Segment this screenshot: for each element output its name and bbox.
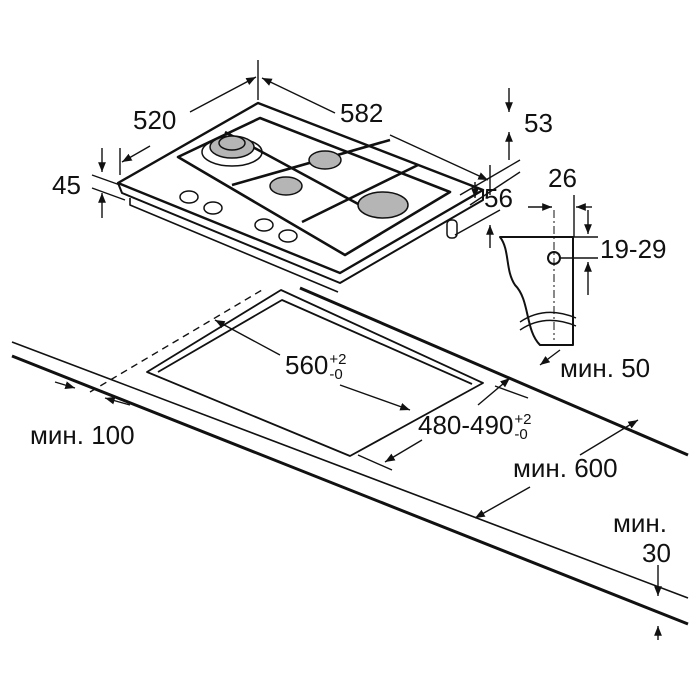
cutout-depth-value: 480-490 [418, 410, 514, 440]
dim-connector-19-29: 19-29 [600, 234, 667, 264]
dim-depth-520: 520 [133, 105, 177, 135]
cutout-width-value: 560 [285, 350, 329, 380]
countertop [11, 286, 689, 626]
dim-cutout-width: 560+2-0 [285, 352, 347, 382]
dim-cutout-depth: 480-490+2-0 [418, 412, 532, 442]
dim-min-50: мин. 50 [560, 353, 651, 383]
tol-minus: -0 [329, 366, 343, 383]
dimension-lines [54, 60, 662, 640]
dim-width-582: 582 [340, 98, 384, 128]
hob [116, 101, 485, 293]
tol-plus: +2 [514, 411, 532, 428]
bracket-detail [499, 210, 577, 346]
dim-min-100: мин. 100 [30, 420, 135, 450]
dim-min-30-value: 30 [642, 538, 671, 568]
control-knob [179, 190, 458, 243]
burner [201, 135, 409, 219]
cutout [146, 289, 484, 457]
dim-min-30-label: мин. [613, 508, 667, 538]
dim-height-56: 56 [484, 183, 513, 213]
dim-min-600: мин. 600 [513, 453, 618, 483]
tol-plus: +2 [329, 351, 347, 368]
dim-rear-53: 53 [524, 108, 553, 138]
tol-minus: -0 [514, 426, 528, 443]
dim-height-45: 45 [52, 170, 81, 200]
dim-offset-26: 26 [548, 163, 577, 193]
